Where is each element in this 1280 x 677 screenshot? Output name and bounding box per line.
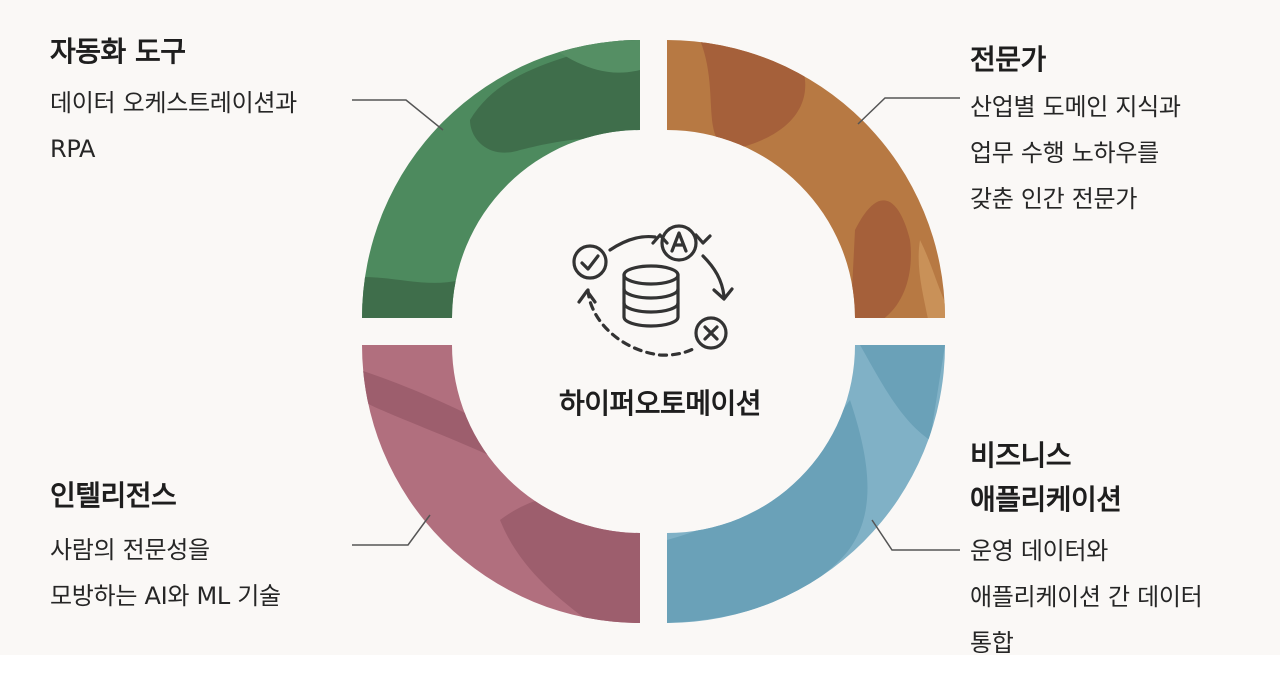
letter-a-cycle-icon	[651, 224, 712, 262]
check-circle-icon	[572, 244, 608, 280]
leader-line-top-right	[857, 97, 960, 125]
quadrant-business-applications	[667, 345, 945, 623]
arrow-arc-top	[608, 234, 657, 252]
desc-line: 모방하는 AI와 ML 기술	[50, 582, 281, 610]
desc-line: 산업별 도메인 지식과	[970, 93, 1181, 121]
bottom-band	[0, 655, 1280, 677]
leader-line-top-left	[352, 99, 444, 131]
desc-line: RPA	[50, 135, 96, 163]
x-circle-icon	[694, 316, 728, 350]
desc-line: 운영 데이터와	[970, 537, 1109, 565]
desc-intelligence: 사람의 전문성을 모방하는 AI와 ML 기술	[50, 527, 281, 619]
desc-line: 통합	[970, 629, 1014, 657]
database-icon	[622, 264, 680, 328]
desc-experts: 산업별 도메인 지식과 업무 수행 노하우를 갖춘 인간 전문가	[970, 84, 1181, 222]
arrow-arc-right	[701, 254, 726, 298]
desc-business-applications: 운영 데이터와 애플리케이션 간 데이터 통합	[970, 528, 1203, 666]
center-icon-group	[572, 224, 734, 357]
title-line: 애플리케이션	[970, 483, 1122, 516]
title-automation-tools: 자동화 도구	[50, 35, 186, 68]
arrowhead-left	[577, 289, 597, 304]
desc-automation-tools: 데이터 오케스트레이션과 RPA	[50, 80, 297, 172]
quadrant-intelligence	[362, 345, 640, 623]
leader-lines	[352, 97, 960, 551]
dashed-arc	[586, 288, 697, 357]
leader-line-bottom-right	[871, 519, 960, 551]
title-business-applications: 비즈니스 애플리케이션	[970, 434, 1122, 522]
quadrant-experts	[667, 40, 945, 318]
desc-line: 업무 수행 노하우를	[970, 139, 1159, 167]
desc-line: 사람의 전문성을	[50, 536, 210, 564]
title-intelligence: 인텔리전스	[50, 479, 177, 512]
desc-line: 갖춘 인간 전문가	[970, 185, 1138, 213]
quadrant-automation-tools	[362, 40, 640, 318]
title-experts: 전문가	[970, 43, 1046, 76]
title-line: 비즈니스	[970, 439, 1072, 472]
leader-line-bottom-left	[352, 514, 431, 546]
arrowhead-right	[712, 287, 734, 301]
desc-line: 애플리케이션 간 데이터	[970, 583, 1203, 611]
center-label: 하이퍼오토메이션	[558, 387, 762, 420]
desc-line: 데이터 오케스트레이션과	[50, 89, 297, 117]
